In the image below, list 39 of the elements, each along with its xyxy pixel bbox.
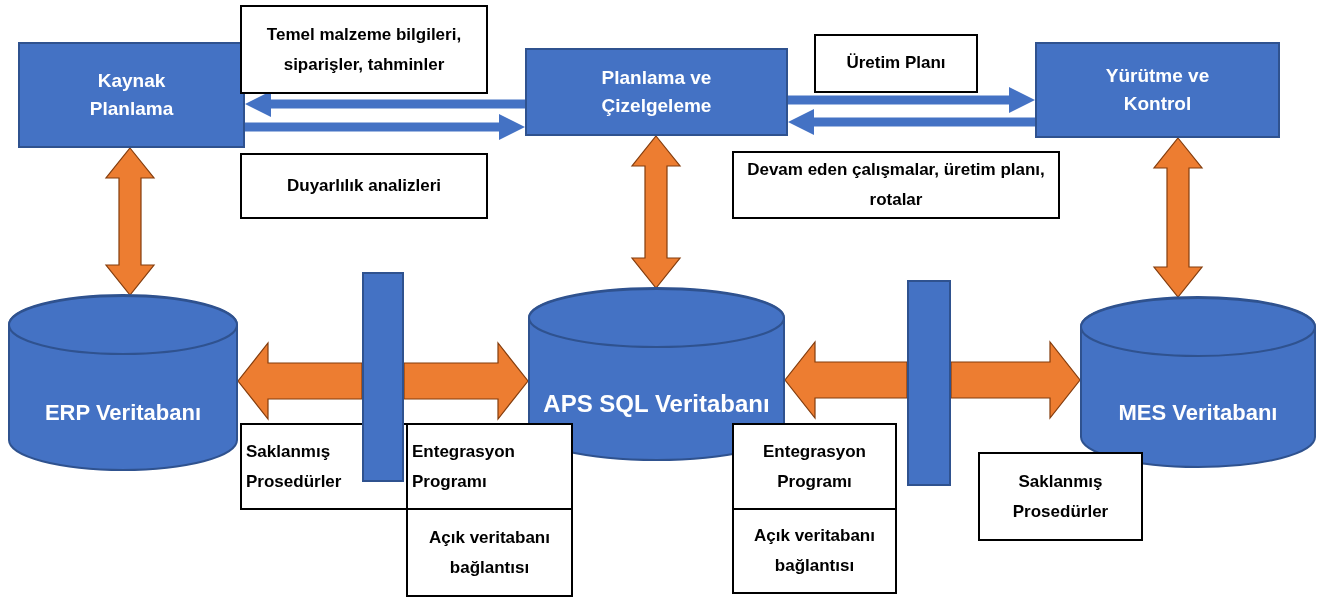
- note-frame: [732, 423, 897, 510]
- block-double-arrow: [1152, 137, 1204, 298]
- note-frame: [240, 153, 488, 219]
- database-label: MES Veritabanı: [1118, 398, 1278, 427]
- note-text: Açık veritabanı bağlantısı: [753, 525, 876, 577]
- arrow: [245, 114, 525, 140]
- arrow: [788, 87, 1035, 113]
- note-text: Devam eden çalışmalar, üretim planı, rotalar: [746, 159, 1046, 211]
- block-double-arrow: [104, 147, 156, 296]
- arrow: [788, 109, 1035, 135]
- block-arrow: [784, 340, 908, 420]
- note-text: Saklanmış Prosedürler: [1011, 470, 1110, 523]
- block-arrow: [237, 341, 363, 421]
- process-box: [18, 42, 245, 148]
- note-frame: [406, 508, 573, 597]
- note-frame: [978, 452, 1143, 541]
- note-text: Üretim Planı: [846, 52, 946, 74]
- process-box: [1035, 42, 1280, 138]
- note-frame: [240, 5, 488, 94]
- process-box: [525, 48, 788, 136]
- block-double-arrow: [630, 135, 682, 289]
- note-text: Entegrasyon Programı: [412, 441, 516, 493]
- note-text: Temel malzeme bilgileri, siparişler, tahminler: [265, 23, 463, 76]
- process-label: Kaynak Planlama: [88, 68, 175, 121]
- note-frame: [732, 508, 897, 594]
- note-frame: [814, 34, 978, 93]
- note-text: Açık veritabanı bağlantısı: [428, 526, 551, 579]
- process-label: Planlama ve Çizelgeleme: [600, 65, 713, 118]
- note-frame: [732, 151, 1060, 219]
- database-label: APS SQL Veritabanı: [543, 389, 770, 419]
- process-label: Yürütme ve Kontrol: [1104, 63, 1211, 116]
- note-text: Entegrasyon Programı: [762, 440, 867, 493]
- block-arrow: [403, 341, 529, 421]
- database-label: ERP Veritabanı: [44, 399, 202, 427]
- note-text: Duyarlılık analizleri: [287, 175, 441, 198]
- block-arrow: [950, 340, 1081, 420]
- note-text: Saklanmış Prosedürler: [246, 441, 343, 493]
- note-frame: [406, 423, 573, 510]
- arrow: [245, 91, 525, 117]
